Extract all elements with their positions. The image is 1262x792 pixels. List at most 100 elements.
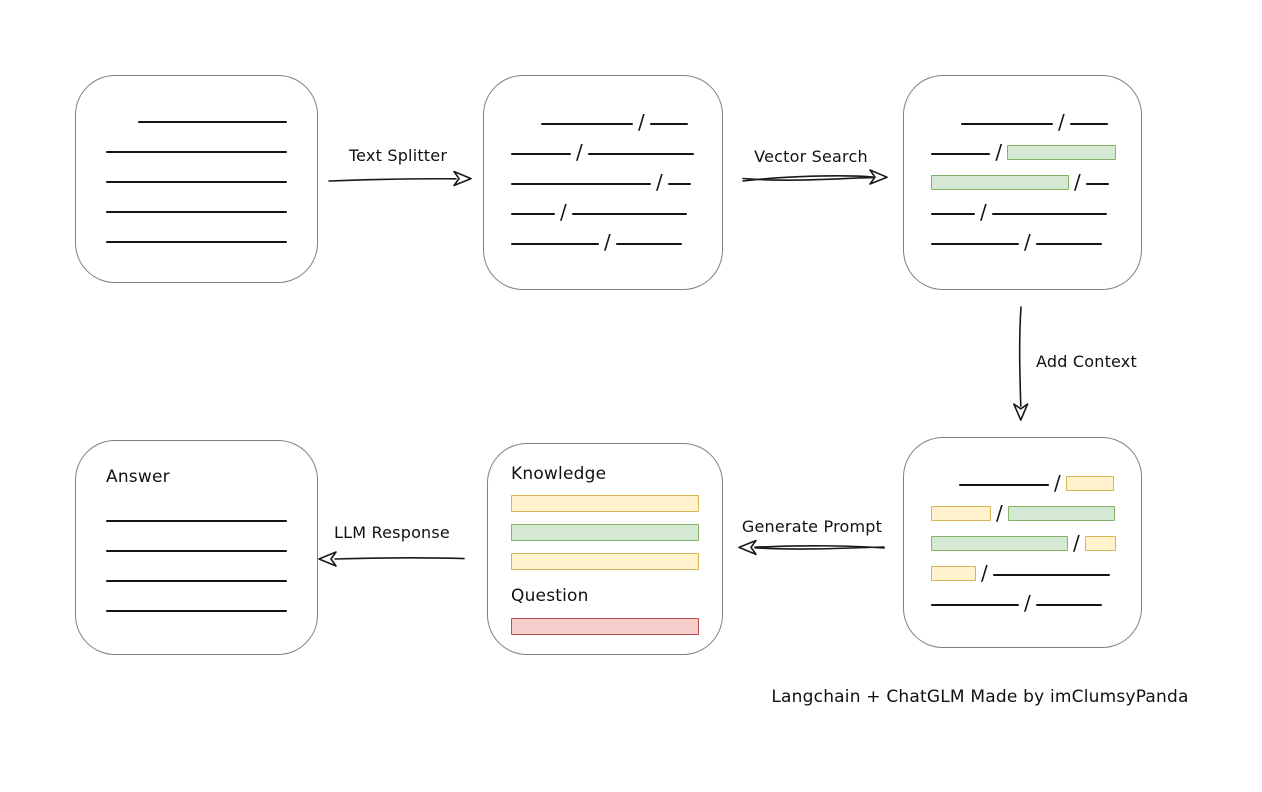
text-line [961, 123, 1053, 125]
yellow-chunk-chip [511, 553, 699, 570]
chunk-row [106, 158, 287, 188]
text-line [106, 610, 287, 612]
slash-separator: / [576, 140, 583, 164]
text-line [931, 153, 991, 155]
green-chunk-chip [1007, 506, 1115, 521]
text-line [511, 153, 571, 155]
indent-spacer [931, 490, 959, 491]
chunk-row: / [931, 491, 1116, 525]
answer-box: Answer [75, 440, 318, 655]
slash-separator: / [656, 170, 663, 194]
chunk-row: / [931, 220, 1116, 252]
chunk-row [106, 527, 287, 557]
slash-separator: / [1074, 170, 1081, 194]
slash-separator: / [1073, 531, 1080, 555]
vector-search-label: Vector Search [754, 147, 868, 166]
slash-separator: / [1058, 110, 1065, 134]
chunk-row [511, 513, 699, 542]
knowledge-label: Knowledge [511, 464, 607, 484]
chunk-row: / [931, 461, 1116, 495]
slash-separator: / [1024, 591, 1031, 615]
text-line [541, 123, 633, 125]
prompt-box: Knowledge Question [487, 443, 723, 655]
text-line [649, 123, 688, 125]
chunk-row: / [511, 220, 697, 252]
text-splitter-label: Text Splitter [348, 146, 448, 165]
green-chunk-chip [511, 524, 699, 541]
text-line [511, 183, 651, 185]
add-context-arrow [1013, 306, 1029, 421]
text-line [106, 181, 287, 183]
yellow-chunk-chip [511, 495, 699, 512]
text-line [1085, 183, 1109, 185]
text-line [931, 604, 1019, 606]
chunk-row: / [511, 190, 697, 224]
chunk-row [511, 484, 699, 513]
indent-spacer [106, 127, 138, 128]
chunk-row [106, 557, 287, 587]
green-chunk-chip [931, 175, 1069, 190]
chunk-row [106, 98, 287, 128]
chunk-row: / [511, 160, 697, 194]
chunk-row: / [931, 190, 1116, 222]
red-chunk-chip [511, 618, 699, 635]
generate-prompt-arrow [738, 539, 885, 556]
chunk-row [106, 497, 287, 527]
question-label: Question [511, 586, 589, 606]
indent-spacer [511, 129, 541, 130]
text-line [511, 213, 555, 215]
chunk-row: / [931, 551, 1116, 585]
text-line [106, 520, 287, 522]
slash-separator: / [996, 501, 1003, 525]
yellow-chunk-chip [931, 566, 976, 581]
text-line [992, 574, 1110, 576]
indent-spacer [931, 129, 961, 130]
text-line [106, 550, 287, 552]
source-document-box [75, 75, 318, 283]
vector-search-arrow [742, 169, 888, 185]
slash-separator: / [560, 200, 567, 224]
chunk-row [511, 607, 699, 636]
chunk-row [106, 188, 287, 218]
text-line [106, 580, 287, 582]
knowledge-bars [511, 484, 699, 571]
text-splitter-arrow [328, 170, 472, 187]
generate-prompt-label: Generate Prompt [741, 517, 883, 536]
chunk-row: / [931, 100, 1116, 134]
llm-response-label: LLM Response [334, 523, 450, 542]
question-bar [511, 607, 699, 636]
llm-response-arrow [318, 551, 465, 567]
text-line [511, 243, 599, 245]
slash-separator: / [995, 140, 1003, 164]
text-line [615, 243, 682, 245]
chunk-row [106, 587, 287, 617]
text-line [1069, 123, 1108, 125]
text-line [931, 213, 975, 215]
answer-lines [106, 497, 287, 617]
green-chunk-chip [931, 536, 1068, 551]
text-line [106, 151, 287, 153]
chunk-row [511, 542, 699, 571]
chunk-row: / [931, 521, 1116, 555]
chunk-row: / [511, 100, 697, 132]
slash-separator: / [981, 561, 988, 585]
add-context-label: Add Context [1036, 352, 1137, 371]
text-line [667, 183, 691, 185]
chunk-row [106, 218, 287, 248]
text-line [931, 243, 1019, 245]
chunk-row: / [931, 160, 1116, 194]
green-chunk-chip [1007, 145, 1116, 160]
yellow-chunk-chip [931, 506, 991, 521]
yellow-chunk-chip [1065, 476, 1114, 491]
text-chunks-box: ///// [483, 75, 723, 290]
chunk-row: / [511, 130, 697, 164]
text-line [106, 211, 287, 213]
slash-separator: / [1054, 471, 1061, 495]
answer-label: Answer [106, 467, 170, 487]
yellow-chunk-chip [1084, 536, 1116, 551]
text-line [991, 213, 1107, 215]
text-line [137, 121, 287, 123]
text-line [587, 153, 694, 155]
text-line [1035, 604, 1102, 606]
